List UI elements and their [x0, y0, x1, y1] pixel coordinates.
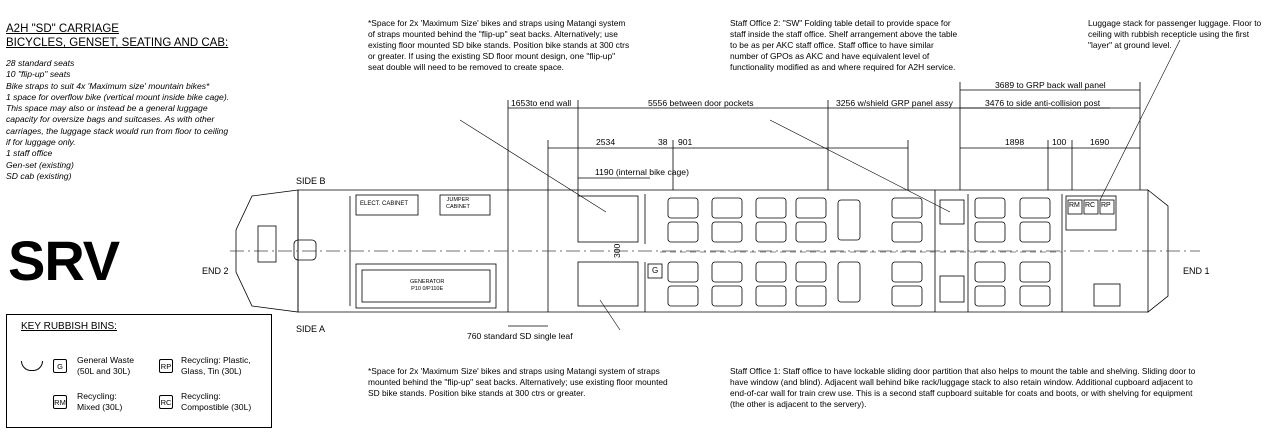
- key-general-waste: General Waste (50L and 30L): [77, 355, 134, 376]
- dim-760: 760 standard SD single leaf: [467, 331, 573, 341]
- bin-rm-label: RM: [1069, 202, 1080, 209]
- bin-rc-icon: RC: [159, 395, 173, 409]
- bin-rp-label: RP: [1101, 202, 1111, 209]
- dim-100: 100: [1052, 137, 1067, 147]
- key-recycling-mixed: Recycling: Mixed (30L): [77, 391, 123, 412]
- spec-item: SD cab (existing): [6, 170, 72, 181]
- bin-g-label: G: [652, 266, 659, 275]
- note-bottom-bike-space: *Space for 2x 'Maximum Size' bikes and s…: [368, 366, 668, 399]
- dim-1653: 1653to end wall: [511, 98, 572, 108]
- bin-rc-label: RC: [1085, 202, 1096, 209]
- end-1-label: END 1: [1183, 266, 1210, 276]
- rubbish-bin-key: KEY RUBBISH BINS: G General Waste (50L a…: [6, 314, 272, 428]
- dim-1190: 1190 (internal bike cage): [595, 167, 689, 177]
- bin-g-icon: G: [53, 359, 67, 373]
- side-a-label: SIDE A: [296, 324, 326, 334]
- end-2-label: END 2: [202, 266, 229, 276]
- generator-label: GENERATOR P10 0/P110E: [410, 279, 445, 292]
- bin-rm-icon: RM: [53, 395, 67, 409]
- side-b-label: SIDE B: [296, 176, 326, 186]
- key-recycling-compost: Recycling: Compostible (30L): [181, 391, 252, 412]
- dim-3256: 3256 w/shield GRP panel assy: [836, 98, 953, 108]
- dim-2534: 2534: [596, 137, 616, 147]
- dim-300: 300: [612, 243, 622, 258]
- title-line-1: A2H "SD" CARRIAGE: [6, 23, 119, 35]
- spec-item: Bike straps to suit 4x 'Maximum size' mo…: [6, 80, 210, 91]
- dim-1898: 1898: [1005, 137, 1025, 147]
- spec-item: 10 "flip-up" seats: [6, 69, 71, 80]
- spec-list: 28 standard seats 10 "flip-up" seats Bik…: [6, 58, 234, 182]
- note-top-bike-space: *Space for 2x 'Maximum Size' bikes and s…: [368, 18, 630, 73]
- srv-label: SRV: [8, 229, 120, 292]
- dim-3476: 3476 to side anti-collision post: [985, 98, 1101, 108]
- note-staff-office-1: Staff Office 1: Staff office to have loc…: [730, 366, 1196, 410]
- key-title: KEY RUBBISH BINS:: [21, 321, 117, 332]
- spec-item: 28 standard seats: [6, 58, 75, 68]
- dim-1690: 1690: [1090, 137, 1110, 147]
- dim-38: 38: [658, 137, 668, 147]
- note-staff-office-2: Staff Office 2: "SW" Folding table detai…: [730, 18, 958, 73]
- key-recycling-plastic: Recycling: Plastic, Glass, Tin (30L): [181, 355, 251, 376]
- spec-item: 1 staff office: [6, 148, 53, 159]
- dim-3689: 3689 to GRP back wall panel: [995, 80, 1106, 90]
- note-luggage-stack: Luggage stack for passenger luggage. Flo…: [1088, 18, 1262, 51]
- spec-item: Gen-set (existing): [6, 159, 74, 170]
- bin-rp-icon: RP: [159, 359, 173, 373]
- dim-901: 901: [678, 137, 693, 147]
- spec-item: 1 space for overflow bike (vertical moun…: [6, 91, 230, 148]
- elect-cabinet-label: ELECT. CABINET: [360, 201, 409, 207]
- dim-5556: 5556 between door pockets: [648, 98, 754, 108]
- jumper-cabinet-label: JUMPER CABINET: [446, 197, 470, 210]
- drawing-title: A2H "SD" CARRIAGE BICYCLES, GENSET, SEAT…: [6, 22, 228, 50]
- title-line-2: BICYCLES, GENSET, SEATING AND CAB:: [6, 37, 229, 49]
